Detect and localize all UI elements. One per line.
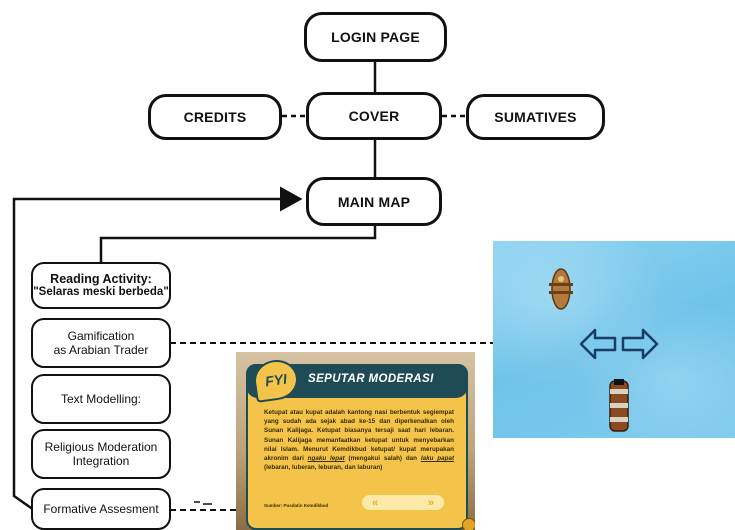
fyi-italic-2: laku papat: [420, 455, 455, 463]
gamification-line2: as Arabian Trader: [53, 343, 149, 357]
connector-formative-loop: [12, 186, 303, 512]
node-sumatives: SUMATIVES: [466, 94, 605, 140]
fyi-title: SEPUTAR MODERASI: [308, 373, 434, 385]
node-credits-label: CREDITS: [183, 109, 247, 125]
node-sumatives-label: SUMATIVES: [494, 109, 577, 125]
fyi-body-text: Ketupat atau kupat adalah kantong nasi b…: [264, 408, 454, 472]
fyi-body-part3: (lebaran, luberan, leburan, dan laburan): [264, 464, 383, 472]
node-cover: COVER: [306, 92, 442, 140]
gamification-line1: Gamification: [67, 329, 135, 343]
fyi-nav-bar[interactable]: « »: [362, 495, 444, 510]
game-scene: [549, 268, 659, 432]
reading-subtitle: "Selaras meski berbeda": [33, 285, 169, 298]
text-modelling-label: Text Modelling:: [60, 392, 142, 406]
religious-line1: Religious Moderation: [44, 440, 158, 454]
arrow-left-right-icon: [579, 328, 659, 360]
prev-arrow-icon[interactable]: «: [372, 496, 379, 509]
game-screenshot-sea: [493, 241, 735, 438]
fyi-card-screenshot: FYI SEPUTAR MODERASI Ketupat atau kupat …: [236, 352, 475, 530]
node-text-modelling: Text Modelling:: [31, 374, 171, 424]
fyi-body-part1: Ketupat atau kupat adalah kantong nasi b…: [264, 409, 454, 463]
fyi-source: Sumber: Pusdatin Kemdikbud: [264, 503, 329, 508]
node-reading-activity: Reading Activity: "Selaras meski berbeda…: [31, 262, 171, 309]
player-ship-icon: [609, 379, 629, 432]
node-login-label: LOGIN PAGE: [331, 29, 420, 45]
connector-mainmap-activities: [99, 226, 377, 262]
node-formative-assesment: Formative Assesment: [31, 488, 171, 530]
corner-button[interactable]: [462, 518, 475, 530]
node-credits: CREDITS: [148, 94, 282, 140]
next-arrow-icon[interactable]: »: [427, 496, 434, 509]
fyi-italic-1: ngaku lepat: [307, 455, 345, 463]
node-gamification: Gamification as Arabian Trader: [31, 318, 171, 368]
node-main-map-label: MAIN MAP: [337, 193, 411, 210]
trader-boat-icon: [549, 268, 573, 310]
node-login-page: LOGIN PAGE: [304, 12, 447, 62]
node-religious-moderation: Religious Moderation Integration: [31, 429, 171, 479]
reading-title: Reading Activity:: [50, 271, 152, 286]
formative-label: Formative Assesment: [43, 502, 159, 516]
node-cover-label: COVER: [348, 108, 400, 124]
node-main-map: MAIN MAP: [306, 177, 442, 226]
fyi-body-part2: (mengakui salah) dan: [348, 455, 418, 463]
religious-line2: Integration: [72, 454, 130, 468]
